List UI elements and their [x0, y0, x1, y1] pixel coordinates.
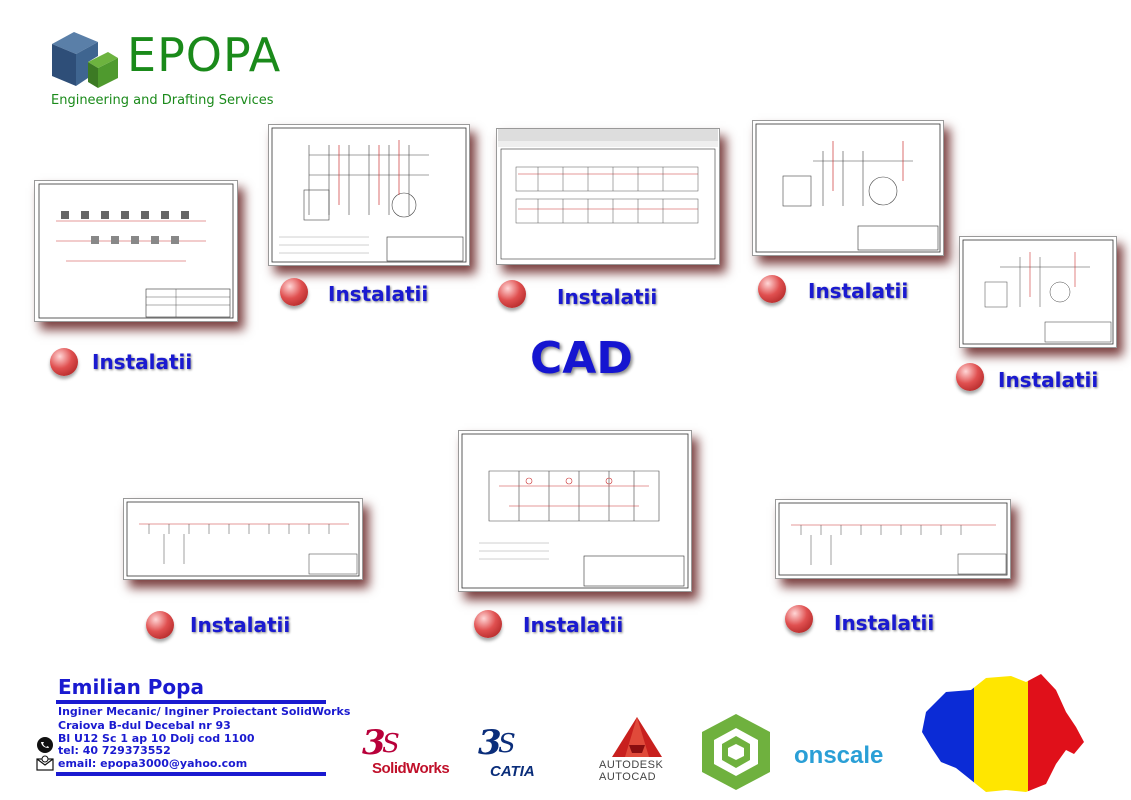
catia-text: CATIA	[490, 763, 535, 780]
catia-logo: 3 S CATIA	[476, 720, 556, 782]
gallery-label[interactable]: Instalatii	[808, 279, 909, 303]
autodesk-text: AUTODESK	[599, 759, 664, 771]
divider	[56, 700, 326, 704]
brand-name: EPOPA	[127, 28, 282, 82]
gallery-label[interactable]: Instalatii	[523, 613, 624, 637]
catia-icon: 3 S	[478, 723, 516, 763]
drawing-thumbnail[interactable]	[496, 128, 720, 265]
drawing-thumbnail[interactable]	[458, 430, 692, 592]
gallery-label[interactable]: Instalatii	[557, 285, 658, 309]
gallery-label[interactable]: Instalatii	[92, 350, 193, 374]
solidworks-text: SolidWorks	[372, 760, 450, 777]
center-title: CAD	[530, 333, 633, 384]
svg-text:S: S	[498, 729, 516, 759]
bullet-icon	[280, 278, 308, 306]
contact-address-line2: Bl U12 Sc 1 ap 10 Dolj cod 1100	[58, 732, 255, 745]
autocad-text: AUTOCAD	[599, 771, 657, 783]
contact-address-line1: Craiova B-dul Decebal nr 93	[58, 719, 231, 732]
drawing-thumbnail[interactable]	[34, 180, 238, 322]
bullet-icon	[474, 610, 502, 638]
romania-flag-map-icon	[922, 674, 1084, 792]
bullet-icon	[50, 348, 78, 376]
bullet-icon	[498, 280, 526, 308]
bullet-icon	[758, 275, 786, 303]
contact-title: Inginer Mecanic/ Inginer Proiectant Soli…	[58, 705, 351, 718]
autocad-logo: AUTODESK AUTOCAD	[596, 715, 678, 785]
solidworks-icon: 3 S	[362, 723, 400, 763]
contact-name: Emilian Popa	[58, 675, 204, 699]
email-icon	[36, 755, 54, 771]
hexagon-app-icon	[702, 714, 770, 790]
svg-text:3: 3	[478, 723, 502, 762]
bullet-icon	[956, 363, 984, 391]
solidworks-logo: 3 S SolidWorks	[360, 722, 450, 782]
brand-tagline: Engineering and Drafting Services	[51, 93, 274, 108]
drawing-thumbnail[interactable]	[123, 498, 363, 580]
divider	[56, 772, 326, 776]
autocad-icon	[612, 717, 662, 757]
drawing-thumbnail[interactable]	[959, 236, 1117, 348]
drawing-thumbnail[interactable]	[775, 499, 1011, 579]
drawing-thumbnail[interactable]	[752, 120, 944, 256]
bullet-icon	[146, 611, 174, 639]
contact-phone: tel: 40 729373552	[58, 744, 171, 757]
contact-email[interactable]: email: epopa3000@yahoo.com	[58, 757, 248, 770]
gallery-label[interactable]: Instalatii	[998, 368, 1099, 392]
drawing-thumbnail[interactable]	[268, 124, 470, 266]
onscale-logo: onscale	[794, 742, 884, 769]
phone-icon	[37, 737, 53, 753]
gallery-label[interactable]: Instalatii	[190, 613, 291, 637]
bullet-icon	[785, 605, 813, 633]
epopa-logo-icon	[52, 32, 118, 88]
svg-text:3: 3	[362, 723, 386, 762]
gallery-label[interactable]: Instalatii	[834, 611, 935, 635]
gallery-label[interactable]: Instalatii	[328, 282, 429, 306]
svg-text:S: S	[382, 729, 400, 759]
